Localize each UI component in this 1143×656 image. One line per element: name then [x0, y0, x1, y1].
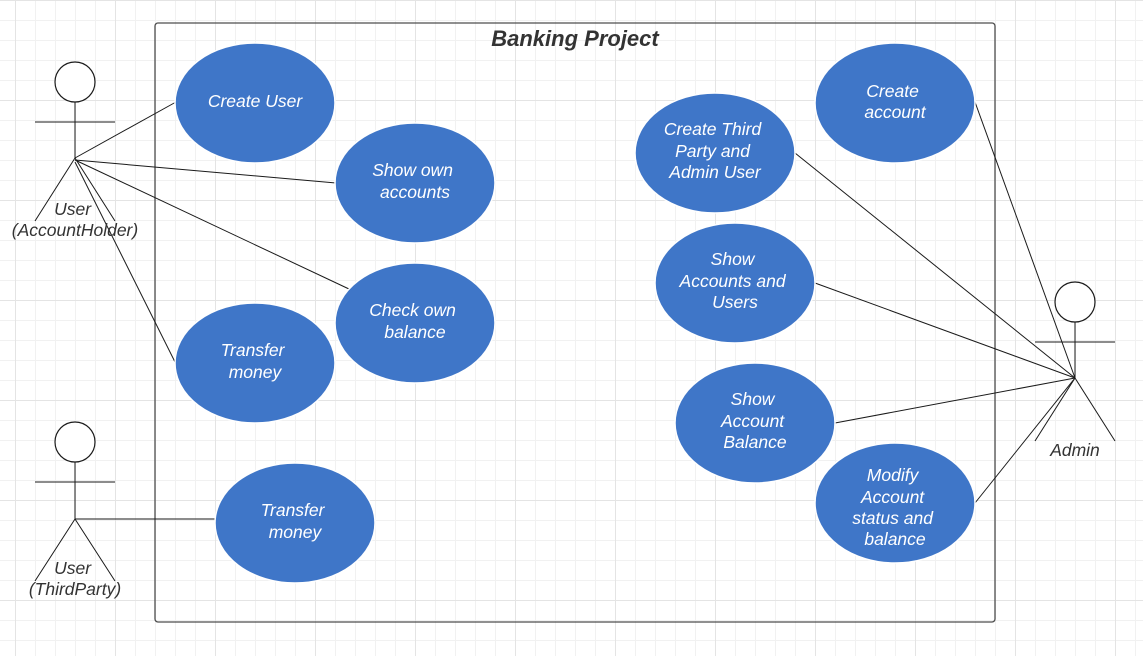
use-case-label-line: Transfer	[261, 500, 326, 520]
use-case-label: Show Account Balance	[720, 389, 789, 452]
assoc-admin-show-account-balance[interactable]	[834, 377, 1076, 424]
use-case-label-line: balance	[864, 529, 926, 549]
use-case-show-own-accounts[interactable]: Show own accounts	[334, 122, 496, 244]
use-case-label-line: Show	[731, 389, 776, 409]
use-case-label: Create User	[208, 91, 304, 111]
use-case-label: Check own balance	[369, 300, 460, 342]
use-case-label-line: Users	[712, 292, 758, 312]
use-case-modify-account-status[interactable]: Modify Account status and balance	[814, 442, 976, 564]
assoc-admin-show-accounts-users[interactable]	[814, 282, 1076, 379]
actor-account-holder[interactable]: User (AccountHolder)	[12, 61, 138, 240]
use-case-ellipse[interactable]	[214, 462, 376, 584]
actor-label-line: User	[54, 199, 92, 219]
actor-label-line: (AccountHolder)	[12, 220, 138, 240]
actor-head	[54, 61, 96, 103]
assoc-holder-transfer-money[interactable]	[74, 161, 177, 365]
use-case-create-account[interactable]: Create account	[814, 42, 976, 164]
use-case-label-line: Account	[720, 411, 785, 431]
use-case-label-line: Modify	[867, 465, 920, 485]
assoc-admin-modify-account[interactable]	[974, 377, 1076, 504]
use-case-ellipse[interactable]	[814, 42, 976, 164]
use-case-ellipse[interactable]	[174, 42, 336, 164]
use-case-ellipse[interactable]	[634, 92, 796, 214]
use-case-label-line: balance	[384, 322, 446, 342]
use-case-label-line: Create Third	[664, 119, 763, 139]
use-case-ellipse[interactable]	[334, 262, 496, 384]
use-case-label-line: status and	[852, 508, 934, 528]
use-case-label-line: money	[269, 522, 323, 542]
actor-label-account-holder: User (AccountHolder)	[12, 199, 138, 240]
use-case-label-line: Check own	[369, 300, 456, 320]
use-case-label-line: Show	[711, 249, 756, 269]
assoc-admin-create-account[interactable]	[974, 101, 1076, 379]
actor-head	[1054, 281, 1096, 323]
actor-label-line: User	[54, 558, 92, 578]
use-case-label-line: Balance	[723, 432, 787, 452]
actor-label-admin: Admin	[1049, 440, 1100, 460]
use-case-check-own-balance[interactable]: Check own balance	[334, 262, 496, 384]
use-case-label: Transfer money	[221, 340, 290, 382]
use-case-label-line: Transfer	[221, 340, 286, 360]
actor-label-line: (ThirdParty)	[29, 579, 121, 599]
actor-head	[54, 421, 96, 463]
use-case-show-accounts-users[interactable]: Show Accounts and Users	[654, 222, 816, 344]
use-case-create-third-party-admin[interactable]: Create Third Party and Admin User	[634, 92, 796, 214]
actor-label-third-party: User (ThirdParty)	[29, 558, 121, 599]
use-case-label-line: Accounts and	[679, 271, 787, 291]
use-case-label: Create account	[864, 81, 926, 122]
use-case-label-line: account	[864, 102, 926, 122]
use-case-label-line: Admin User	[668, 162, 762, 182]
use-case-transfer-money-holder[interactable]: Transfer money	[174, 302, 336, 424]
assoc-holder-check-own-balance[interactable]	[74, 159, 350, 290]
actor-label-line: Admin	[1049, 440, 1100, 460]
diagram-title: Banking Project	[491, 26, 660, 51]
use-case-label-line: Party and	[675, 141, 751, 161]
use-case-ellipse[interactable]	[674, 362, 836, 484]
assoc-admin-create-third-party[interactable]	[794, 152, 1076, 379]
use-case-label-line: Account	[860, 487, 925, 507]
assoc-holder-show-own-accounts[interactable]	[74, 159, 337, 184]
actor-third-party[interactable]: User (ThirdParty)	[29, 421, 121, 599]
use-case-transfer-money-third-party[interactable]: Transfer money	[214, 462, 376, 584]
use-case-show-account-balance[interactable]: Show Account Balance	[674, 362, 836, 484]
use-case-label: Transfer money	[261, 500, 330, 542]
actor-admin[interactable]: Admin	[1034, 281, 1116, 460]
use-case-ellipse[interactable]	[654, 222, 816, 344]
use-case-label-line: Create	[866, 81, 919, 101]
use-case-label-line: money	[229, 362, 283, 382]
use-case-ellipse[interactable]	[174, 302, 336, 424]
use-case-label: Modify Account status and balance	[852, 465, 938, 549]
use-case-label-line: Show own	[372, 160, 453, 180]
associations	[74, 101, 1076, 520]
use-case-ellipse[interactable]	[334, 122, 496, 244]
use-case-ellipse[interactable]	[814, 442, 976, 564]
use-case-label: Show Accounts and Users	[679, 249, 791, 312]
use-case-label-line: Create User	[208, 91, 304, 111]
use-case-label: Create Third Party and Admin User	[664, 119, 766, 182]
assoc-holder-create-user[interactable]	[74, 101, 177, 159]
use-case-label-line: accounts	[380, 182, 450, 202]
use-case-create-user[interactable]: Create User	[174, 42, 336, 164]
use-case-label: Show own accounts	[372, 160, 458, 202]
